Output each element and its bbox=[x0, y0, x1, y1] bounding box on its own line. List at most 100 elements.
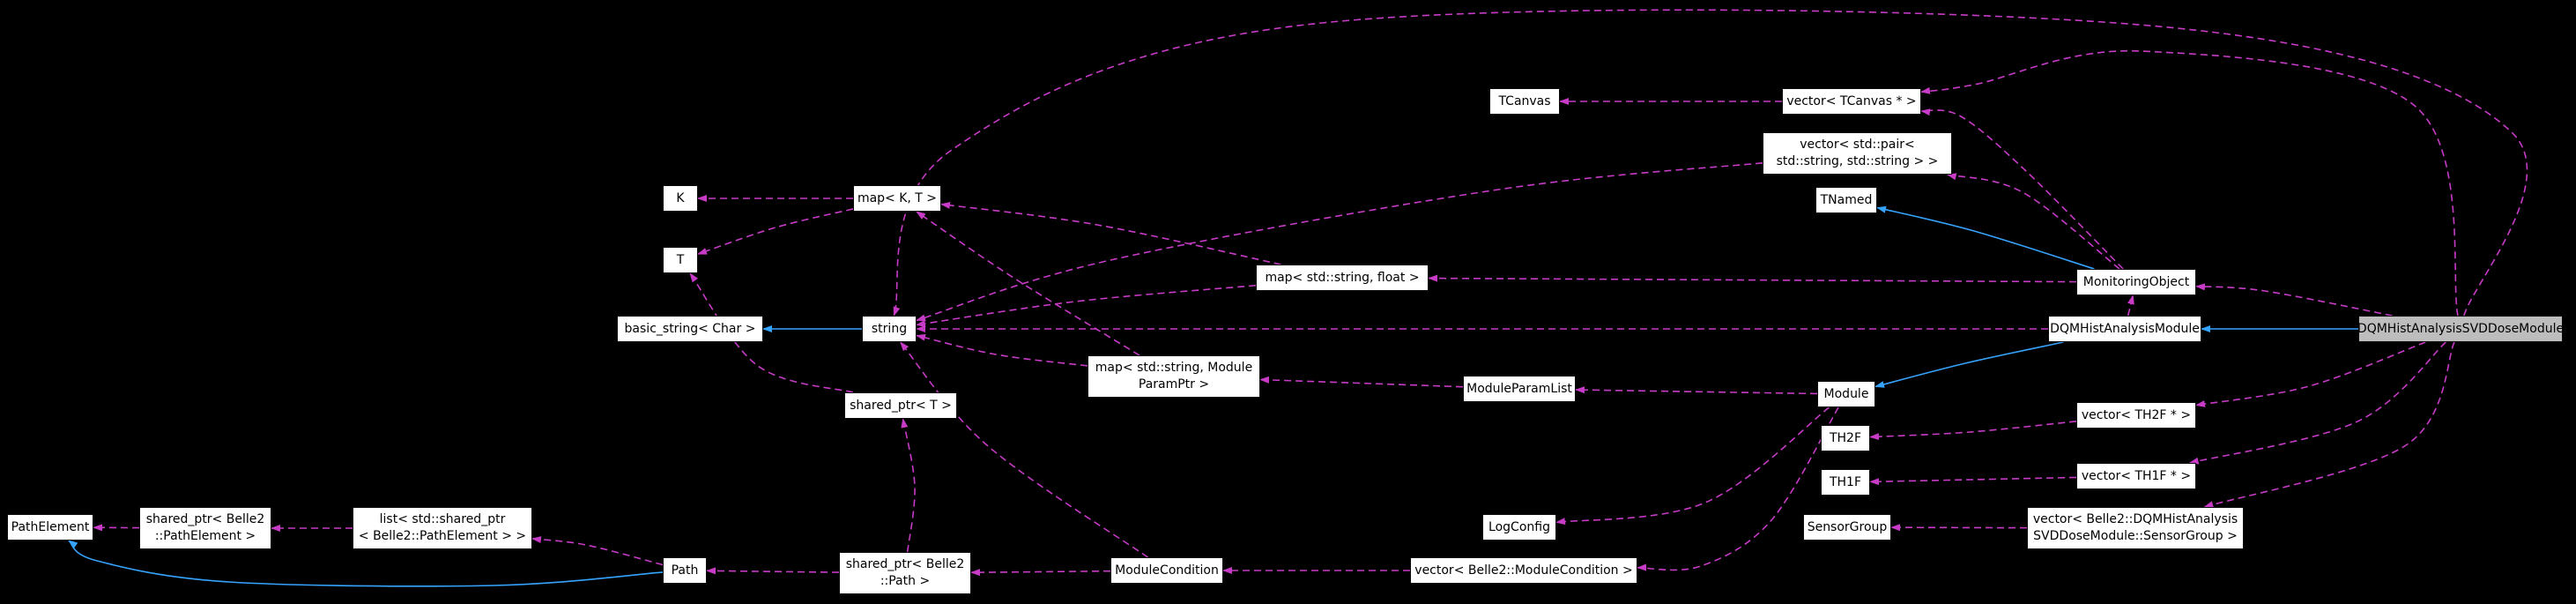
node-label: shared_ptr< Belle2 bbox=[145, 512, 265, 526]
node-vec_pair[interactable]: vector< std::pair<std::string, std::stri… bbox=[1763, 132, 1952, 175]
node-label: vector< std::pair< bbox=[1800, 138, 1915, 152]
edge-map_str_float-string bbox=[916, 284, 1257, 327]
node-map_kt[interactable]: map< K, T > bbox=[853, 185, 941, 212]
node-label: map< std::string, Module bbox=[1095, 361, 1253, 375]
node-label: ::Path > bbox=[880, 574, 931, 588]
node-vec_th1f[interactable]: vector< TH1F * > bbox=[2076, 463, 2196, 489]
node-label: ModuleCondition bbox=[1115, 563, 1219, 578]
edge-module-logconfig bbox=[1555, 406, 1830, 526]
edge-modcond-sptr_path bbox=[970, 569, 1111, 577]
node-label: vector< Belle2::ModuleCondition > bbox=[1414, 563, 1633, 578]
edge-monitoring-vec_pair bbox=[1946, 173, 2120, 270]
node-vec_tcanvas[interactable]: vector< TCanvas * > bbox=[1782, 88, 1921, 115]
node-th2f[interactable]: TH2F bbox=[1821, 425, 1870, 451]
node-map_str_float[interactable]: map< std::string, float > bbox=[1256, 265, 1429, 291]
node-label: TCanvas bbox=[1498, 93, 1551, 108]
node-label: MonitoringObject bbox=[2082, 274, 2190, 289]
edge-sptr_path-path bbox=[706, 567, 840, 575]
node-label: string bbox=[871, 321, 908, 336]
node-vec_th2f[interactable]: vector< TH2F * > bbox=[2076, 402, 2196, 429]
edge-dqmsvd-vec_th2f bbox=[2195, 341, 2426, 407]
node-module[interactable]: Module bbox=[1817, 381, 1875, 407]
node-label: K bbox=[676, 190, 685, 205]
edge-dqmsvd-monitoring bbox=[2195, 283, 2393, 317]
node-label: basic_string< Char > bbox=[624, 321, 756, 336]
edge-monitoring-vec_tcanvas bbox=[1920, 108, 2124, 270]
node-label: < Belle2::PathElement > > bbox=[358, 529, 527, 543]
edge-map_str_float-map_kt bbox=[940, 201, 1281, 265]
node-label: ParamPtr > bbox=[1138, 377, 1210, 391]
edge-sptr_path-sptr_t bbox=[901, 418, 916, 553]
node-label: PathElement bbox=[11, 519, 90, 534]
node-label: TH1F bbox=[1829, 474, 1862, 489]
node-k[interactable]: K bbox=[663, 185, 698, 212]
node-sensorgroup[interactable]: SensorGroup bbox=[1803, 514, 1891, 541]
edge-sptr_t-t bbox=[689, 272, 854, 393]
node-pathelement[interactable]: PathElement bbox=[7, 514, 93, 541]
edge-map_str_mpp-string bbox=[916, 333, 1088, 367]
node-label: SensorGroup bbox=[1807, 519, 1888, 534]
node-logconfig[interactable]: LogConfig bbox=[1482, 514, 1556, 541]
node-label: DQMHistAnalysisSVDDoseModule bbox=[2357, 321, 2565, 336]
edge-module-mplist bbox=[1575, 386, 1818, 395]
node-label: list< std::shared_ptr bbox=[379, 512, 506, 526]
node-label: vector< Belle2::DQMHistAnalysis bbox=[2032, 512, 2238, 526]
node-tcanvas[interactable]: TCanvas bbox=[1489, 88, 1560, 115]
node-label: map< std::string, float > bbox=[1265, 270, 1420, 285]
edge-path-list_sptr_pe bbox=[531, 536, 664, 566]
edge-dqmsvd-vec_sg bbox=[2203, 341, 2455, 508]
node-label: vector< TCanvas * > bbox=[1786, 93, 1917, 108]
edge-monitoring-tnamed bbox=[1876, 205, 2095, 270]
edge-dqmsvd-vec_tcanvas bbox=[1920, 49, 2459, 317]
edge-module-vec_modcond bbox=[1637, 406, 1839, 571]
edge-monitoring-map_str_float bbox=[1428, 274, 2077, 283]
edge-dqmsvd-string bbox=[893, 9, 2528, 317]
node-label: shared_ptr< Belle2 bbox=[845, 557, 965, 571]
node-mplist[interactable]: ModuleParamList bbox=[1463, 376, 1576, 402]
edge-modcond-string bbox=[899, 341, 1148, 558]
edge-mplist-map_str_mpp bbox=[1259, 376, 1464, 388]
edge-dqmsvd-vec_th1f bbox=[2188, 341, 2446, 465]
node-label: T bbox=[676, 252, 685, 267]
node-sptr_path[interactable]: shared_ptr< Belle2::Path > bbox=[839, 552, 971, 594]
node-t[interactable]: T bbox=[663, 247, 698, 273]
node-label: std::string, std::string > > bbox=[1776, 154, 1939, 168]
node-list_sptr_pe[interactable]: list< std::shared_ptr< Belle2::PathEleme… bbox=[353, 507, 532, 549]
node-dqmmod[interactable]: DQMHistAnalysisModule bbox=[2048, 316, 2201, 342]
node-th1f[interactable]: TH1F bbox=[1821, 469, 1870, 496]
node-label: TNamed bbox=[1820, 192, 1873, 207]
node-monitoring[interactable]: MonitoringObject bbox=[2076, 269, 2196, 295]
edge-map_str_mpp-map_kt bbox=[916, 211, 1140, 356]
node-string[interactable]: string bbox=[862, 316, 917, 342]
node-sptr_pe[interactable]: shared_ptr< Belle2::PathElement > bbox=[139, 507, 271, 549]
node-label: TH2F bbox=[1829, 430, 1862, 445]
edge-dqmmod-module bbox=[1874, 341, 2064, 388]
node-label: ::PathElement > bbox=[154, 529, 256, 543]
node-label: map< K, T > bbox=[857, 190, 938, 205]
node-label: Path bbox=[671, 563, 699, 578]
node-modcond[interactable]: ModuleCondition bbox=[1110, 557, 1223, 584]
node-sptr_t[interactable]: shared_ptr< T > bbox=[844, 392, 957, 419]
node-label: SVDDoseModule::SensorGroup > bbox=[2033, 529, 2238, 543]
node-label: ModuleParamList bbox=[1466, 381, 1572, 396]
node-dqmsvd: DQMHistAnalysisSVDDoseModule bbox=[2357, 316, 2565, 342]
edge-path-pathelement bbox=[68, 540, 664, 587]
edge-vec_th1f-th1f bbox=[1869, 476, 2077, 486]
edge-map_kt-t bbox=[697, 208, 854, 255]
node-tnamed[interactable]: TNamed bbox=[1815, 187, 1877, 213]
node-label: LogConfig bbox=[1488, 519, 1550, 534]
node-label: vector< TH2F * > bbox=[2081, 407, 2192, 422]
edge-vec_th2f-th2f bbox=[1869, 421, 2077, 441]
node-basic_string[interactable]: basic_string< Char > bbox=[617, 316, 763, 342]
node-label: vector< TH1F * > bbox=[2081, 468, 2192, 483]
node-vec_modcond[interactable]: vector< Belle2::ModuleCondition > bbox=[1410, 557, 1637, 584]
node-label: shared_ptr< T > bbox=[850, 398, 952, 413]
edge-dqmmod-monitoring bbox=[2127, 295, 2134, 317]
node-path[interactable]: Path bbox=[663, 557, 707, 584]
edge-vec_pair-string bbox=[916, 162, 1763, 322]
node-label: Module bbox=[1823, 386, 1869, 401]
